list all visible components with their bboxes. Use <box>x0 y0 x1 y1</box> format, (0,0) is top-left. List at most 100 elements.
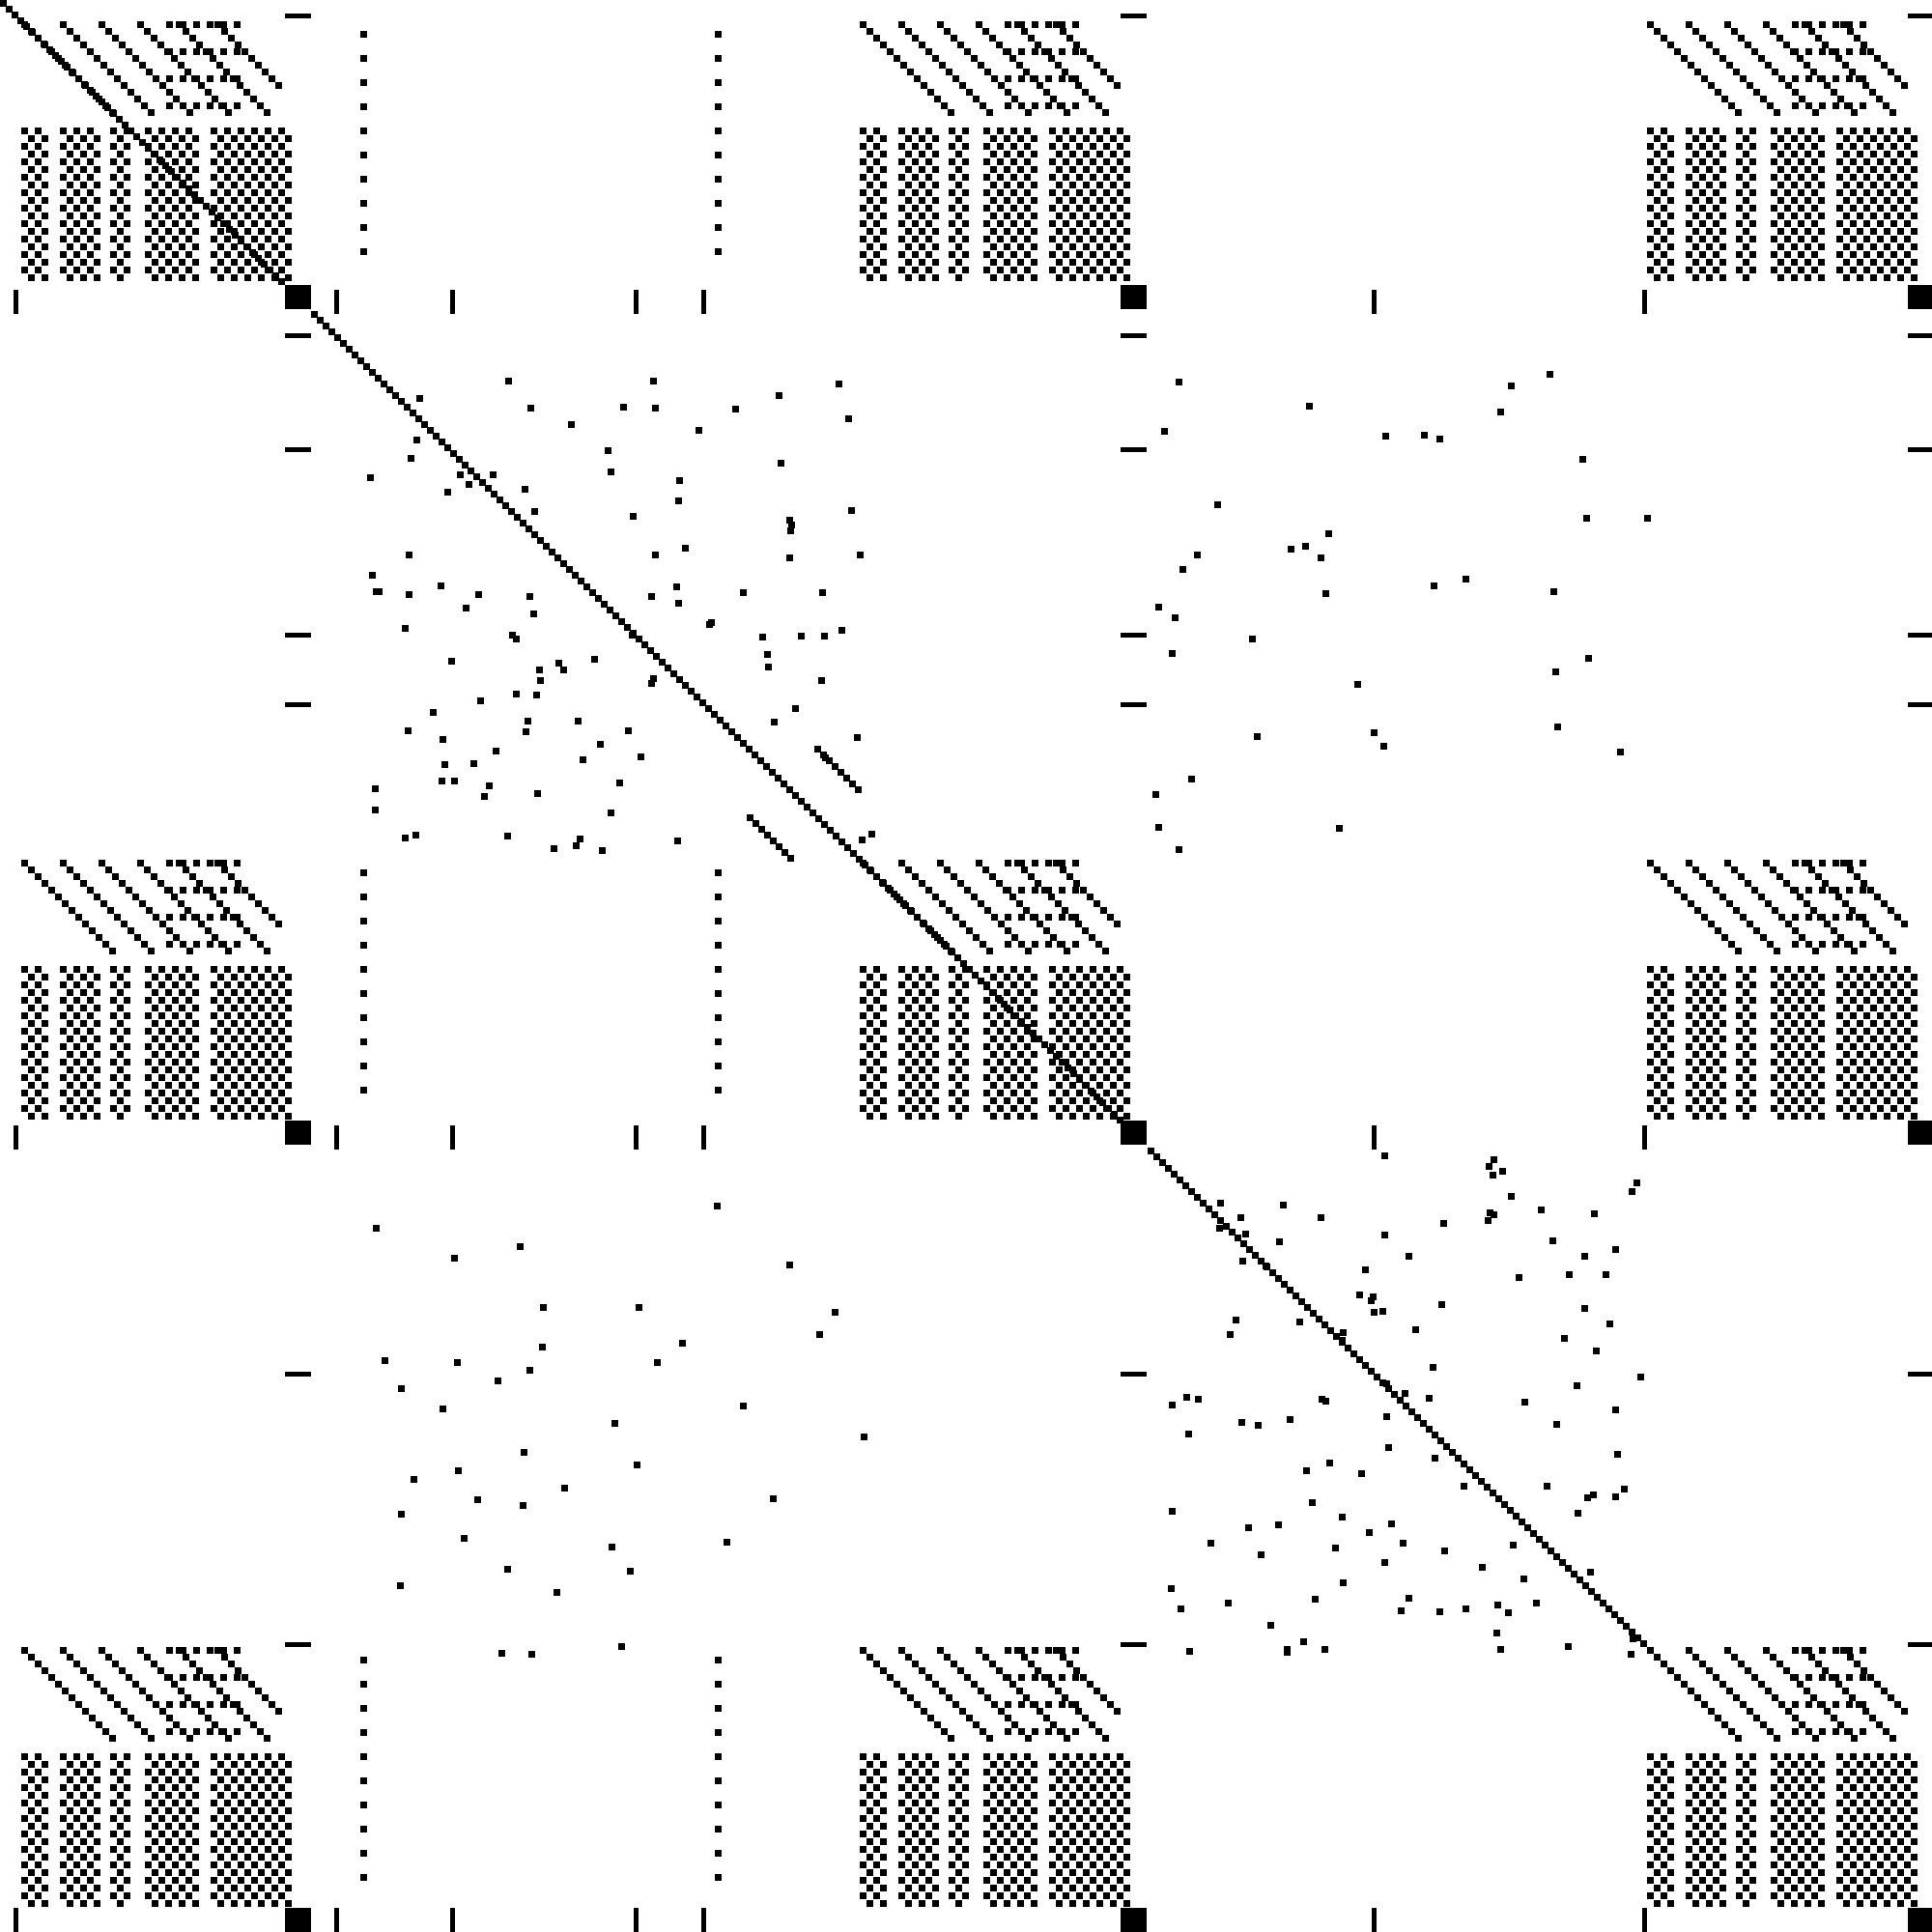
check-dot <box>905 1838 912 1845</box>
check-dot <box>158 267 165 273</box>
diagonal-dot <box>410 410 416 416</box>
check-dot <box>949 1074 955 1081</box>
check-dot <box>42 213 48 219</box>
check-dot <box>1123 243 1130 250</box>
check-dot <box>1884 243 1890 250</box>
check-dot <box>1811 1043 1818 1050</box>
check-dot <box>1784 1800 1791 1806</box>
stripe-dot <box>939 900 946 907</box>
check-dot <box>1736 220 1743 227</box>
check-dot <box>117 1005 124 1011</box>
check-dot <box>94 1792 100 1799</box>
edge-tick <box>1642 1908 1647 1932</box>
check-dot <box>1090 189 1096 196</box>
stripe-dot <box>166 927 173 934</box>
check-dot <box>1719 1869 1726 1876</box>
stripe-dot <box>137 1647 144 1654</box>
check-dot <box>1654 213 1661 219</box>
stripe-dot <box>1847 1654 1854 1661</box>
check-dot <box>1103 1769 1110 1776</box>
check-dot <box>179 166 185 173</box>
stripe-dot <box>1862 921 1869 927</box>
check-dot <box>1069 1854 1076 1861</box>
check-dot <box>1699 1012 1706 1019</box>
stripe-dot <box>1745 880 1751 887</box>
scatter-dot <box>1178 1605 1184 1612</box>
diagonal-dot <box>1304 1304 1311 1311</box>
check-dot <box>1836 1105 1843 1112</box>
check-dot <box>285 1807 292 1814</box>
dash-dot <box>1860 102 1866 109</box>
stripe-dot <box>907 69 914 75</box>
check-dot <box>285 989 292 996</box>
diagonal-dot <box>578 578 584 584</box>
check-dot <box>925 1769 932 1776</box>
check-dot <box>867 1036 873 1042</box>
check-dot <box>73 1877 80 1884</box>
check-dot <box>1713 1846 1719 1853</box>
check-dot <box>1890 1090 1897 1096</box>
dash-dot <box>193 1728 200 1735</box>
stripe-dot <box>989 35 996 42</box>
check-dot <box>867 228 873 235</box>
check-dot <box>1654 1051 1661 1058</box>
diagonal-dot <box>1379 1379 1386 1386</box>
check-dot <box>1010 1753 1017 1760</box>
check-dot <box>258 213 265 219</box>
check-dot <box>983 189 990 196</box>
check-dot <box>35 236 42 242</box>
check-dot <box>1103 251 1110 258</box>
diagonal-dot <box>723 723 729 729</box>
check-dot <box>1791 1761 1798 1768</box>
check-dot <box>1056 135 1063 142</box>
check-dot <box>912 966 919 973</box>
diagonal-dot <box>1588 1588 1595 1595</box>
scatter-dot <box>1461 1483 1467 1490</box>
check-dot <box>124 1028 130 1035</box>
stripe-dot <box>1064 948 1070 954</box>
check-dot <box>35 1831 42 1837</box>
diagonal-dot <box>1432 1432 1438 1438</box>
check-dot <box>1654 1761 1661 1768</box>
column-dot <box>715 1874 722 1881</box>
check-dot <box>932 1020 939 1027</box>
check-dot <box>1843 213 1850 219</box>
dash-dot <box>1792 48 1799 55</box>
stripe-dot <box>1874 894 1881 900</box>
check-dot <box>1743 274 1749 281</box>
check-dot <box>42 1900 48 1907</box>
scatter-dot <box>740 1403 747 1409</box>
scatter-dot <box>504 833 511 839</box>
check-dot <box>152 259 158 266</box>
stripe-dot <box>75 914 82 921</box>
check-dot <box>1017 197 1024 204</box>
check-dot <box>1024 128 1031 134</box>
check-dot <box>1771 1059 1777 1065</box>
check-dot <box>117 197 124 204</box>
check-dot <box>1863 1769 1870 1776</box>
check-dot <box>1818 1051 1825 1058</box>
check-dot <box>185 1090 192 1096</box>
check-dot <box>1647 1769 1654 1776</box>
stripe-dot <box>1835 55 1842 62</box>
check-dot <box>905 1869 912 1876</box>
column-dot <box>360 918 367 924</box>
check-dot <box>880 1113 887 1120</box>
stripe-dot <box>62 900 69 907</box>
check-dot <box>997 174 1004 181</box>
check-dot <box>1850 267 1857 273</box>
stripe-dot <box>1114 82 1121 89</box>
diagonal-dot <box>1030 1030 1037 1037</box>
check-dot <box>1090 1753 1096 1760</box>
check-dot <box>867 1869 873 1876</box>
check-dot <box>912 1043 919 1050</box>
check-dot <box>1117 1846 1123 1853</box>
check-dot <box>1713 1892 1719 1899</box>
dash-dot <box>1833 1674 1839 1681</box>
stripe-dot <box>1881 1688 1888 1694</box>
check-dot <box>1049 1090 1056 1096</box>
check-dot <box>1076 267 1083 273</box>
check-dot <box>1010 236 1017 242</box>
check-dot <box>258 1838 265 1845</box>
scatter-dot <box>1382 433 1389 440</box>
